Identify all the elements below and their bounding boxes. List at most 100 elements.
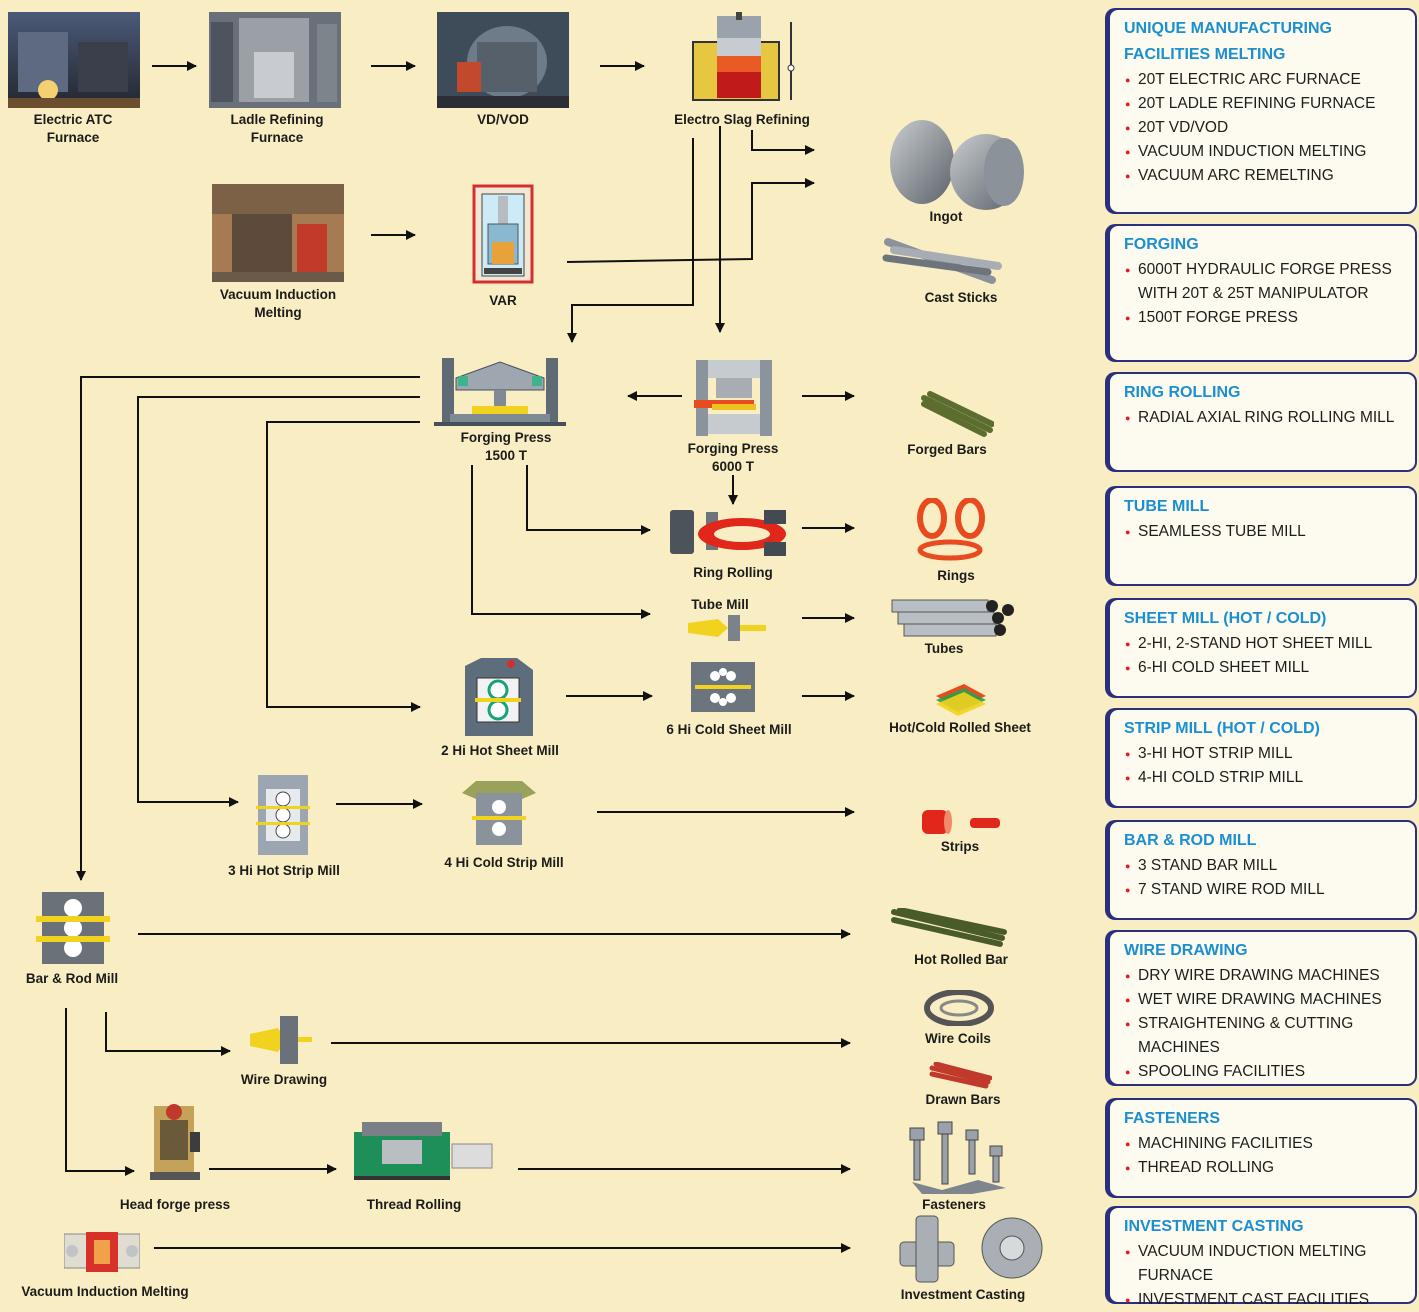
facility-item: SPOOLING FACILITIES: [1124, 1060, 1405, 1084]
facility-item: VACUUM INDUCTION MELTING: [1124, 140, 1405, 164]
forged-bars-label: Forged Bars: [907, 442, 987, 457]
ingot-image: [886, 116, 1028, 212]
ring-rolling-icon: [666, 504, 792, 562]
hot-sheet-mill-2hi-icon: [461, 656, 535, 738]
facility-item: 2-HI, 2-STAND HOT SHEET MILL: [1124, 632, 1405, 656]
vacuum-induction-melting-2-icon: [63, 1228, 141, 1276]
arrow-var-to-ingot: [566, 178, 815, 263]
thread-rolling-photo: [352, 1120, 496, 1182]
ingot-label: Ingot: [929, 209, 963, 224]
drawn-bars-image: [928, 1061, 993, 1090]
tube-mill-label: Tube Mill: [691, 597, 749, 612]
wire-drawing-label: Wire Drawing: [240, 1072, 328, 1087]
facility-item: DRY WIRE DRAWING MACHINES: [1124, 964, 1405, 988]
hot-rolled-bar-image: [890, 907, 1008, 948]
electric-atc-furnace-label: Electric ATC Furnace: [33, 112, 113, 145]
fasteners-label: Fasteners: [922, 1197, 986, 1212]
vd-vod-label: VD/VOD: [477, 112, 529, 127]
facility-card-bar-rod-mill: BAR & ROD MILL 3 STAND BAR MILL 7 STAND …: [1108, 820, 1417, 920]
strips-image: [918, 806, 1002, 838]
cold-strip-mill-4hi-label: 4 Hi Cold Strip Mill: [444, 855, 564, 870]
rings-image: [912, 497, 992, 562]
hot-strip-mill-3hi-label: 3 Hi Hot Strip Mill: [228, 863, 340, 878]
facility-item: STRAIGHTENING & CUTTING MACHINES: [1124, 1012, 1405, 1060]
facility-item: RADIAL AXIAL RING ROLLING MILL: [1124, 406, 1405, 430]
facility-item: WET WIRE DRAWING MACHINES: [1124, 988, 1405, 1012]
facility-item: VACUUM ARC REMELTING: [1124, 164, 1405, 188]
electric-atc-furnace-photo: [8, 12, 140, 108]
arrow-fp1500-to-ring: [526, 465, 651, 535]
arrow-fp1500-to-tube: [471, 465, 651, 619]
var-label: VAR: [489, 293, 517, 308]
vd-vod-photo: [437, 12, 569, 108]
facility-card-sheet-mill: SHEET MILL (HOT / COLD) 2-HI, 2-STAND HO…: [1108, 598, 1417, 698]
hot-cold-rolled-sheet-image: [934, 682, 988, 716]
facility-item: 7 STAND WIRE ROD MILL: [1124, 878, 1405, 902]
flow-diagram: [65, 61, 855, 1253]
facility-card-ring-rolling: RING ROLLING RADIAL AXIAL RING ROLLING M…: [1108, 372, 1417, 472]
wire-drawing-icon: [250, 1016, 312, 1064]
hot-cold-rolled-sheet-label: Hot/Cold Rolled Sheet: [889, 720, 1031, 735]
facility-card-title: UNIQUE MANUFACTURING FACILITIES MELTING: [1124, 20, 1332, 63]
facility-item: THREAD ROLLING: [1124, 1156, 1405, 1180]
facility-item: SEAMLESS TUBE MILL: [1124, 520, 1405, 544]
drawn-bars-label: Drawn Bars: [925, 1092, 1001, 1107]
investment-casting-image: [894, 1212, 1054, 1284]
electro-slag-refining-label: Electro Slag Refining: [674, 112, 810, 127]
facility-item: 3 STAND BAR MILL: [1124, 854, 1405, 878]
facility-card-title: BAR & ROD MILL: [1124, 832, 1257, 849]
vacuum-induction-melting-label: Vacuum Induction Melting: [219, 287, 337, 320]
facility-card-fasteners: FASTENERS MACHINING FACILITIES THREAD RO…: [1108, 1098, 1417, 1198]
facility-item: 20T ELECTRIC ARC FURNACE: [1124, 68, 1405, 92]
facility-card-title: FASTENERS: [1124, 1110, 1221, 1127]
arrow-fp1500-to-3hi: [137, 396, 420, 807]
arrow-bar-rod-to-head-forge: [65, 1008, 135, 1176]
forging-press-6000-icon: [692, 356, 776, 438]
thread-rolling-label: Thread Rolling: [366, 1197, 462, 1212]
facility-item: MACHINING FACILITIES: [1124, 1132, 1405, 1156]
ladle-refining-furnace-photo: [209, 12, 341, 108]
forging-press-1500-icon: [430, 356, 570, 428]
facility-card-title: RING ROLLING: [1124, 384, 1241, 401]
bar-rod-mill-icon: [36, 892, 110, 964]
vacuum-induction-melting-photo: [212, 184, 344, 282]
hot-sheet-mill-2hi-label: 2 Hi Hot Sheet Mill: [441, 743, 559, 758]
facility-card-title: TUBE MILL: [1124, 498, 1210, 515]
rings-label: Rings: [937, 568, 975, 583]
fasteners-image: [902, 1120, 1016, 1196]
arrow-esr-to-ingot: [751, 130, 815, 155]
cold-strip-mill-4hi-icon: [462, 781, 536, 847]
tubes-label: Tubes: [924, 641, 964, 656]
facility-item: 1500T FORGE PRESS: [1124, 306, 1405, 330]
tubes-image: [888, 596, 1018, 638]
facility-item: 20T LADLE REFINING FURNACE: [1124, 92, 1405, 116]
facility-item: INVESTMENT CAST FACILITIES: [1124, 1288, 1405, 1312]
cold-sheet-mill-6hi-label: 6 Hi Cold Sheet Mill: [666, 722, 792, 737]
facility-item: 3-HI HOT STRIP MILL: [1124, 742, 1405, 766]
facility-card-title: FORGING: [1124, 236, 1199, 253]
strips-label: Strips: [940, 839, 980, 854]
facility-card-investment-casting: INVESTMENT CASTING VACUUM INDUCTION MELT…: [1108, 1206, 1417, 1312]
ring-rolling-label: Ring Rolling: [693, 565, 773, 580]
facility-card-melting: UNIQUE MANUFACTURING FACILITIES MELTING …: [1108, 8, 1417, 214]
facility-item: 6000T HYDRAULIC FORGE PRESS WITH 20T & 2…: [1124, 258, 1405, 306]
hot-strip-mill-3hi-icon: [252, 771, 314, 857]
facility-item: VACUUM INDUCTION MELTING FURNACE: [1124, 1240, 1405, 1288]
bar-rod-mill-label: Bar & Rod Mill: [25, 971, 119, 986]
arrow-fp1500-to-bar-rod: [76, 376, 420, 881]
forged-bars-image: [920, 390, 995, 438]
cast-sticks-image: [882, 236, 1004, 290]
cast-sticks-label: Cast Sticks: [924, 290, 998, 305]
facility-card-tube-mill: TUBE MILL SEAMLESS TUBE MILL: [1108, 486, 1417, 586]
head-forge-press-photo: [144, 1102, 206, 1182]
arrow-fp1500-to-2hi: [266, 421, 421, 712]
var-icon: [472, 184, 534, 286]
electro-slag-refining-icon: [687, 12, 797, 104]
arrow-esr-to-fp1500: [567, 138, 694, 343]
wire-coils-image: [924, 989, 994, 1027]
hot-rolled-bar-label: Hot Rolled Bar: [914, 952, 1008, 967]
facility-card-wire-drawing: WIRE DRAWING DRY WIRE DRAWING MACHINES W…: [1108, 930, 1417, 1086]
facility-card-title: STRIP MILL (HOT / COLD): [1124, 720, 1320, 737]
facility-card-strip-mill: STRIP MILL (HOT / COLD) 3-HI HOT STRIP M…: [1108, 708, 1417, 808]
investment-casting-label: Investment Casting: [900, 1287, 1026, 1302]
